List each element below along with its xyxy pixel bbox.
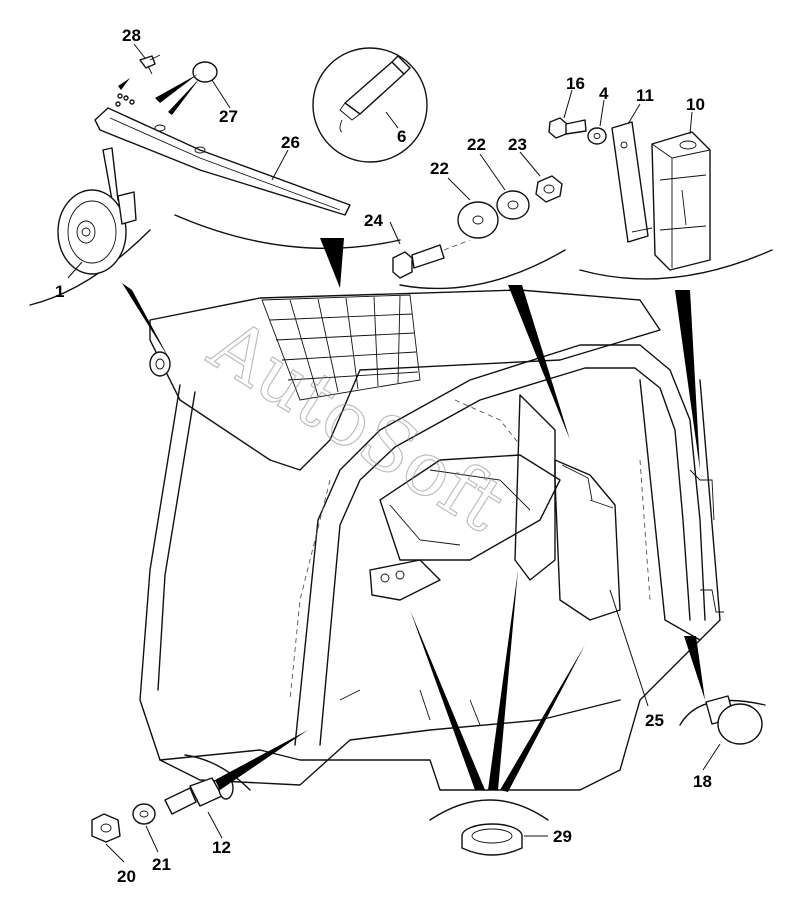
callout-leaders xyxy=(67,43,721,863)
callout-4: 4 xyxy=(599,84,609,103)
callout-11: 11 xyxy=(636,86,654,105)
grommet-detail xyxy=(679,636,766,745)
bolt-washer-detail xyxy=(392,175,570,440)
fender-strip-detail xyxy=(94,54,401,288)
callout-26: 26 xyxy=(281,133,300,152)
callout-24: 24 xyxy=(364,211,383,230)
stud-detail xyxy=(91,730,308,843)
control-box xyxy=(514,394,621,621)
hinge-detail xyxy=(548,117,773,470)
callout-23: 23 xyxy=(508,135,527,154)
callout-12: 12 xyxy=(212,838,231,857)
callout-10: 10 xyxy=(686,95,705,114)
watermark: AutoSoft xyxy=(195,302,520,549)
seat-console xyxy=(369,454,561,601)
callout-21: 21 xyxy=(152,855,171,874)
callout-22-a: 22 xyxy=(430,159,449,178)
callout-labels: 1 28 27 26 6 16 4 11 10 22 22 23 24 25 1… xyxy=(55,26,712,886)
sealant-detail xyxy=(312,47,428,163)
cab-assembly xyxy=(139,289,724,791)
roof-grille xyxy=(261,294,421,401)
callout-1: 1 xyxy=(55,282,64,301)
callout-16: 16 xyxy=(566,74,585,93)
ring-detail xyxy=(410,570,585,856)
callout-29: 29 xyxy=(553,827,572,846)
callout-18: 18 xyxy=(693,772,712,791)
callout-25: 25 xyxy=(645,711,664,730)
callout-6: 6 xyxy=(397,127,406,146)
callout-22-b: 22 xyxy=(467,135,486,154)
horn-detail xyxy=(29,147,170,360)
callout-20: 20 xyxy=(117,867,136,886)
callout-28: 28 xyxy=(122,26,141,45)
callout-27: 27 xyxy=(219,107,238,126)
